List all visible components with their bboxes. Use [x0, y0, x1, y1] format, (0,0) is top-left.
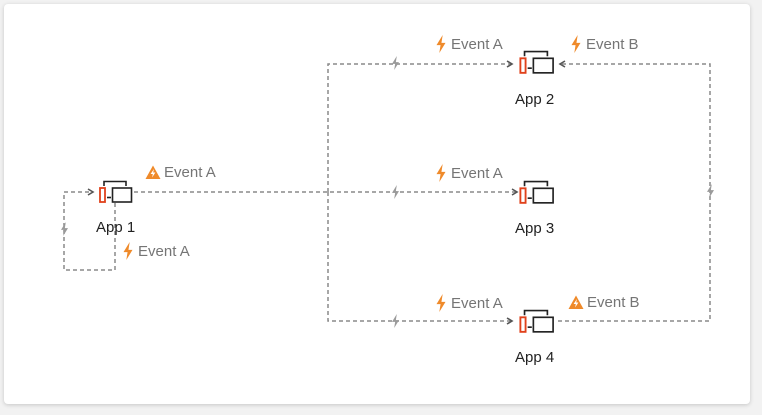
connector-bolt-icon: [392, 314, 399, 328]
app4-icon: [519, 309, 555, 333]
app1-icon: [99, 180, 133, 203]
event-label-text: Event A: [451, 35, 503, 53]
event-label-text: Event B: [586, 35, 639, 53]
warning-bolt-icon: [568, 295, 584, 309]
event-label: Event B: [568, 294, 640, 311]
event-label: Event A: [434, 164, 503, 182]
app4-label: App 4: [515, 349, 555, 366]
app2-label: App 2: [515, 91, 555, 108]
connector-bolt-icon: [392, 185, 399, 199]
warning-bolt-icon: [145, 165, 161, 179]
event-label: Event B: [569, 35, 639, 53]
event-label: Event A: [121, 242, 190, 260]
event-label-text: Event A: [164, 164, 216, 181]
app3-icon: [519, 180, 555, 204]
branch-to-app2-connector: [327, 60, 514, 192]
bolt-icon: [436, 294, 446, 312]
event-label-text: Event A: [451, 164, 503, 182]
event-label: Event A: [434, 35, 503, 53]
bolt-icon: [123, 242, 133, 260]
connector-bolt-icon: [392, 56, 399, 70]
event-label: Event A: [434, 294, 503, 312]
event-label-text: Event B: [587, 294, 640, 311]
event-label: Event A: [145, 164, 216, 181]
app3-label: App 3: [515, 220, 555, 237]
app4-to-app2-connector: [558, 60, 711, 322]
app2-icon: [519, 50, 555, 74]
event-label-text: Event A: [138, 242, 190, 260]
event-label-text: Event A: [451, 294, 503, 312]
bolt-icon: [436, 35, 446, 53]
connector-bolt-icon: [707, 184, 714, 198]
bolt-icon: [571, 35, 581, 53]
branch-to-app4-connector: [327, 192, 514, 325]
app1-loop-connector: [63, 188, 116, 271]
bolt-icon: [436, 164, 446, 182]
diagram-canvas: [4, 4, 750, 404]
app1-label: App 1: [96, 219, 136, 236]
